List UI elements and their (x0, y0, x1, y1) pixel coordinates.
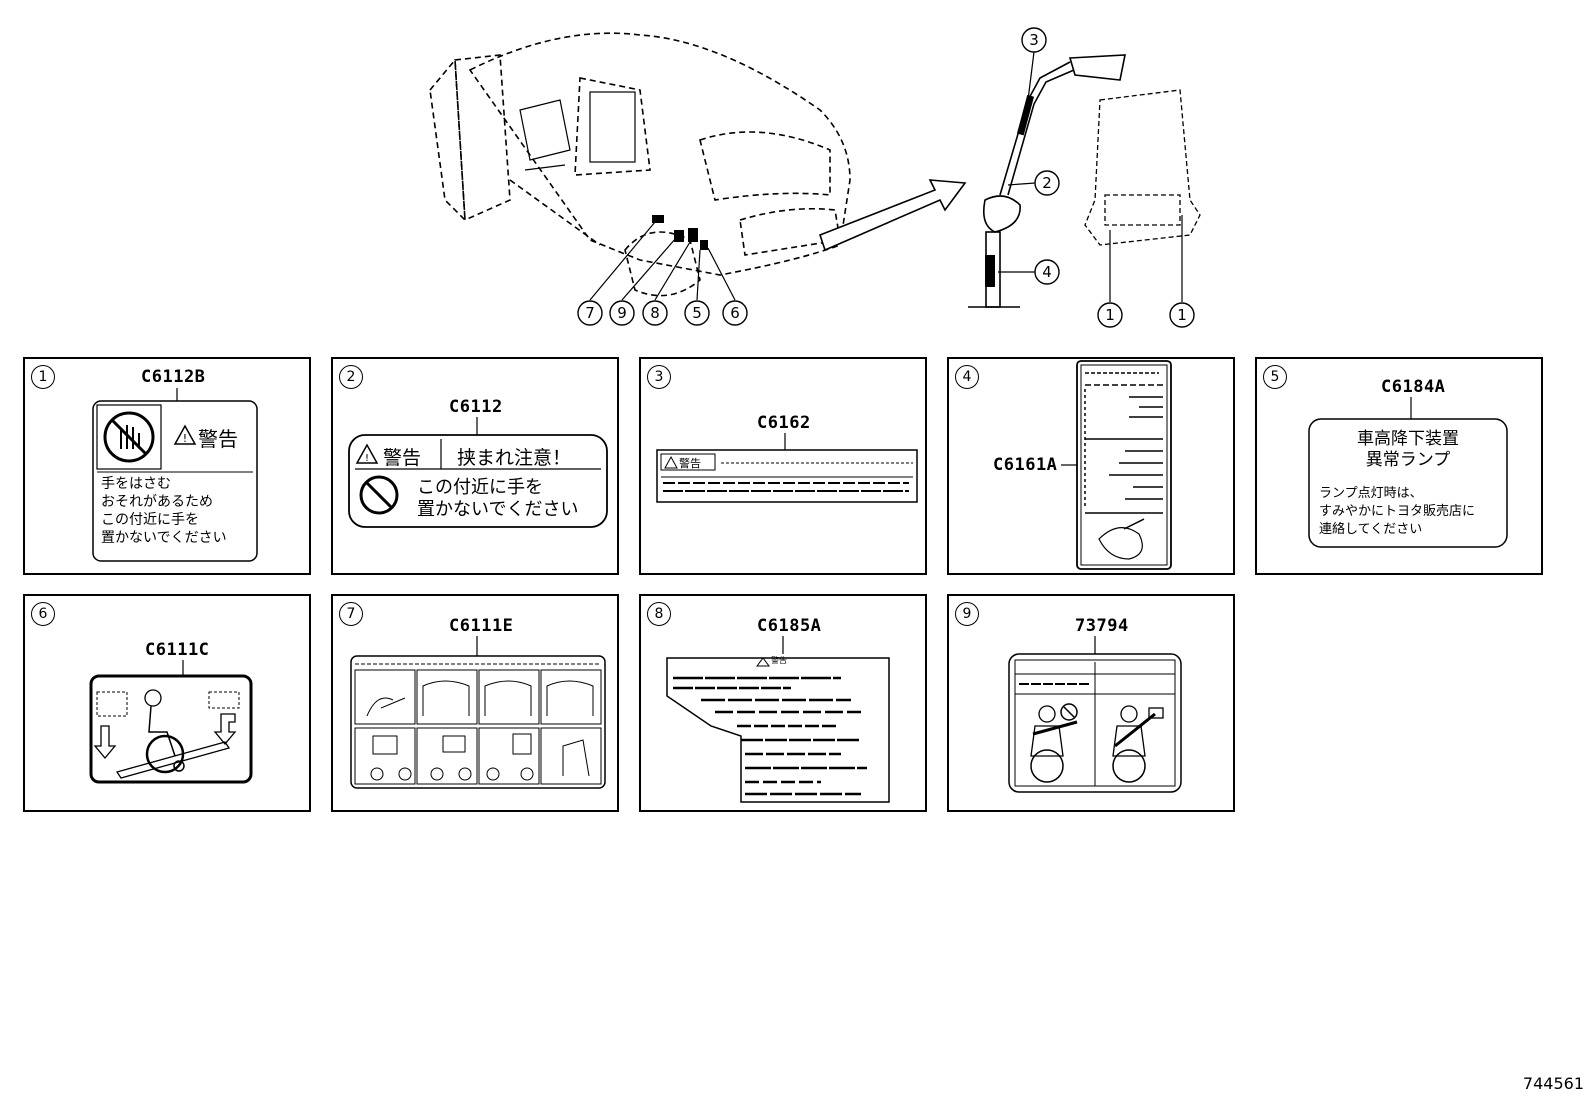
label-text: この付近に手を 置かないでください (417, 477, 579, 520)
down-arrow-icon (93, 725, 117, 760)
svg-text:5: 5 (692, 304, 702, 322)
overview-callouts: 7 9 8 5 6 3 2 4 1 1 (577, 27, 1195, 328)
wheelchair-icon (1112, 749, 1146, 783)
figure-id: 744561 (1522, 1074, 1584, 1093)
callout-5: 5 (684, 300, 710, 326)
warning-title: 警告 (679, 457, 701, 470)
label-panel-4: 4 C6161A (947, 357, 1235, 575)
panel-number: 9 (955, 602, 979, 626)
lamp-title: 車高降下装置 異常ランプ (1357, 429, 1459, 470)
label-panel-5: 5 C6184A 車高降下装置 異常ランプ ランプ点灯時は、 すみやかにトヨタ販… (1255, 357, 1543, 575)
callout-6: 6 (722, 300, 748, 326)
label-panel-3: 3 C6162 警告 (639, 357, 927, 575)
svg-text:!: ! (365, 453, 369, 464)
panel-number: 2 (339, 365, 363, 389)
part-code: C6111E (449, 616, 514, 636)
label-graphic (666, 636, 890, 803)
arm-leader-lines (998, 51, 1183, 302)
label-graphic (656, 433, 918, 503)
callout-7: 7 (577, 300, 603, 326)
panel-number: 4 (955, 365, 979, 389)
label-panel-9: 9 73794 (947, 594, 1235, 812)
panel-number: 6 (31, 602, 55, 626)
part-code: 73794 (1075, 616, 1129, 636)
wheelchair-icon (1030, 749, 1064, 783)
panel-number: 7 (339, 602, 363, 626)
callout-1b: 1 (1169, 302, 1195, 328)
wheelchair-icon (145, 734, 185, 774)
person-icon (1120, 705, 1138, 723)
caution-text: 挟まれ注意！ (457, 447, 572, 469)
down-arrow-icon (213, 713, 237, 746)
panel-number: 5 (1263, 365, 1287, 389)
callout-3: 3 (1021, 27, 1047, 53)
part-code: C6112B (141, 367, 206, 387)
svg-text:8: 8 (650, 304, 660, 322)
person-icon (144, 689, 162, 707)
overview-leader-lines (589, 221, 736, 301)
svg-text:4: 4 (1042, 263, 1052, 281)
svg-text:1: 1 (1177, 306, 1187, 324)
warning-title: 警告 (771, 656, 787, 665)
prohibited-icon (1060, 703, 1078, 721)
vehicle-overview-illustration: 7 9 8 5 6 3 2 4 1 1 (0, 0, 1592, 340)
no-hand-icon (103, 411, 155, 463)
door-panel-assembly (1084, 89, 1201, 246)
svg-text:6: 6 (730, 304, 740, 322)
callout-2: 2 (1034, 170, 1060, 196)
label-panel-1: 1 C6112B ! 警告 手をはさむ おそれがあるため この付近に手を 置かな… (23, 357, 311, 575)
label-text: ランプ点灯時は、 すみやかにトヨタ販売店に 連絡してください (1319, 486, 1476, 537)
warning-icon (355, 443, 379, 464)
part-code: C6112 (449, 397, 503, 417)
vehicle-interior (519, 91, 636, 171)
warning-title: 警告 (198, 427, 238, 451)
part-code: C6162 (757, 413, 811, 433)
part-code: C6161A (993, 455, 1058, 475)
arrow-icon (819, 179, 967, 252)
panel-number: 8 (647, 602, 671, 626)
label-graphic: ! (92, 388, 258, 562)
label-panel-6: 6 C6111C (23, 594, 311, 812)
panel-number: 1 (31, 365, 55, 389)
part-code: C6111C (145, 640, 210, 660)
vehicle-outline (429, 32, 851, 297)
label-panel-7: 7 C6111E (331, 594, 619, 812)
label-text: 手をはさむ おそれがあるため この付近に手を 置かないでください (101, 476, 227, 546)
callout-8: 8 (642, 300, 668, 326)
panel-number: 3 (647, 365, 671, 389)
label-graphic (1308, 397, 1508, 548)
part-code: C6185A (757, 616, 822, 636)
label-panel-8: 8 C6185A 警告 (639, 594, 927, 812)
vehicle-overview-svg: 7 9 8 5 6 3 2 4 1 1 (429, 27, 1201, 328)
warning-icon (173, 424, 197, 445)
label-panel-2: 2 C6112 ! 警告 挟まれ注意！ この付近に手を 置かないでください (331, 357, 619, 575)
callout-1a: 1 (1097, 302, 1123, 328)
label-graphic (1008, 636, 1182, 793)
svg-text:1: 1 (1105, 306, 1115, 324)
warning-title: 警告 (383, 447, 422, 469)
svg-text:9: 9 (617, 304, 627, 322)
svg-text:!: ! (183, 432, 187, 445)
svg-text:3: 3 (1029, 31, 1039, 49)
svg-text:2: 2 (1042, 174, 1052, 192)
label-graphic: ! (348, 417, 608, 528)
label-graphic (1061, 360, 1172, 570)
part-code: C6184A (1381, 377, 1446, 397)
no-hand-icon (359, 475, 399, 515)
label-graphic (350, 636, 606, 789)
svg-text:7: 7 (585, 304, 595, 322)
callout-4: 4 (1034, 259, 1060, 285)
label-graphic (89, 660, 253, 784)
person-icon (1038, 705, 1056, 723)
callout-9: 9 (609, 300, 635, 326)
label-markers (652, 215, 708, 250)
